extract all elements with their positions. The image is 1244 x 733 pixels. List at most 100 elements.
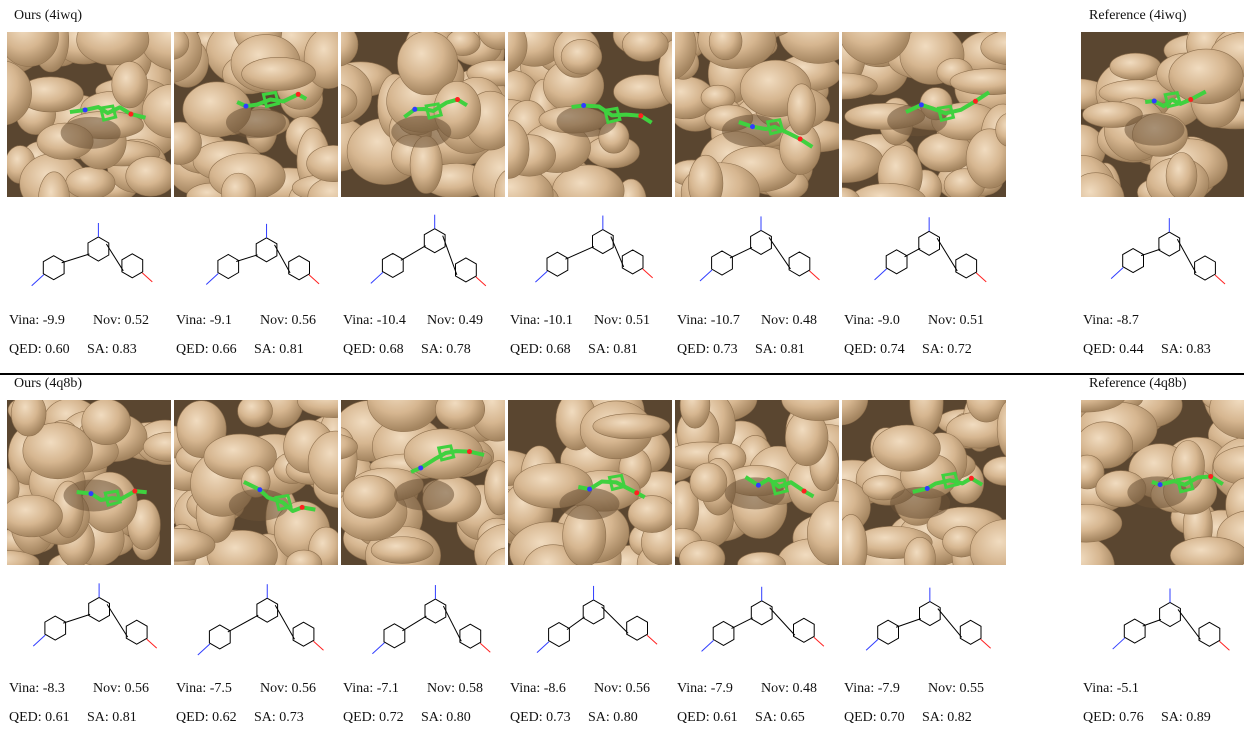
molecule-structure (174, 200, 338, 308)
qed-score: QED: 0.60 (9, 342, 70, 357)
pocket-image (675, 400, 839, 565)
row-divider (0, 373, 1244, 375)
novelty-score: Nov: 0.51 (928, 313, 984, 328)
molecule-2d-drawing (1112, 588, 1230, 651)
novelty-score: Nov: 0.49 (427, 313, 483, 328)
novelty-score: Nov: 0.52 (93, 313, 149, 328)
novelty-score: Nov: 0.56 (260, 313, 316, 328)
protein-pocket-render (341, 32, 505, 197)
molecule-structure (7, 200, 171, 308)
row-4iwq: Ours (4iwq) Reference (4iwq) Vina: -9.9 N… (0, 0, 1244, 365)
molecule-2d-drawing (536, 585, 658, 653)
protein-pocket-render (7, 32, 171, 197)
qed-score: QED: 0.76 (1083, 710, 1144, 725)
qed-score: QED: 0.62 (176, 710, 237, 725)
vina-score: Vina: -9.9 (9, 313, 65, 328)
vina-score: Vina: -7.9 (844, 681, 900, 696)
vina-score: Vina: -7.5 (176, 681, 232, 696)
sa-score: SA: 0.81 (588, 342, 638, 357)
pocket-image (675, 32, 839, 197)
sa-score: SA: 0.80 (588, 710, 638, 725)
vina-score: Vina: -7.1 (343, 681, 399, 696)
novelty-score: Nov: 0.55 (928, 681, 984, 696)
qed-score: QED: 0.68 (510, 342, 571, 357)
molecule-2d-drawing (535, 215, 653, 283)
novelty-score: Nov: 0.48 (761, 313, 817, 328)
molecule-structure (842, 200, 1006, 308)
pocket-image (341, 400, 505, 565)
molecule-structure (341, 200, 505, 308)
molecule-2d-drawing (701, 586, 825, 652)
sa-score: SA: 0.80 (421, 710, 471, 725)
row-title: Ours (4iwq) (14, 8, 83, 23)
pocket-image (508, 400, 672, 565)
pocket-image (7, 32, 171, 197)
pocket-image (1081, 32, 1244, 197)
protein-pocket-render (508, 32, 672, 197)
protein-pocket-render (842, 32, 1006, 197)
novelty-score: Nov: 0.58 (427, 681, 483, 696)
molecule-structure (174, 568, 338, 676)
sa-score: SA: 0.73 (254, 710, 304, 725)
qed-score: QED: 0.61 (677, 710, 738, 725)
vina-score: Vina: -10.7 (677, 313, 740, 328)
qed-score: QED: 0.74 (844, 342, 905, 357)
pocket-image (7, 400, 171, 565)
sa-score: SA: 0.82 (922, 710, 972, 725)
sa-score: SA: 0.89 (1161, 710, 1211, 725)
molecule-structure (1081, 200, 1244, 308)
sa-score: SA: 0.83 (87, 342, 137, 357)
molecule-2d-drawing (865, 587, 991, 651)
pocket-image (842, 32, 1006, 197)
qed-score: QED: 0.68 (343, 342, 404, 357)
qed-score: QED: 0.66 (176, 342, 237, 357)
protein-pocket-render (675, 400, 839, 565)
qed-score: QED: 0.70 (844, 710, 905, 725)
protein-pocket-render (341, 400, 505, 565)
molecule-structure (1081, 568, 1244, 676)
sa-score: SA: 0.78 (421, 342, 471, 357)
qed-score: QED: 0.61 (9, 710, 70, 725)
protein-pocket-render (842, 400, 1006, 565)
molecule-2d-drawing (874, 217, 987, 283)
molecule-structure (508, 568, 672, 676)
molecule-structure (675, 200, 839, 308)
vina-score: Vina: -9.1 (176, 313, 232, 328)
pocket-image (174, 400, 338, 565)
sa-score: SA: 0.81 (755, 342, 805, 357)
vina-score: Vina: -5.1 (1083, 681, 1139, 696)
protein-pocket-render (675, 32, 839, 197)
protein-pocket-render (7, 400, 171, 565)
novelty-score: Nov: 0.56 (260, 681, 316, 696)
novelty-score: Nov: 0.56 (93, 681, 149, 696)
molecule-2d-drawing (205, 223, 320, 285)
molecule-structure (508, 200, 672, 308)
molecule-2d-drawing (197, 584, 324, 656)
protein-pocket-render (508, 400, 672, 565)
pocket-image (1081, 400, 1244, 565)
reference-title: Reference (4q8b) (1089, 376, 1187, 391)
molecule-2d-drawing (32, 583, 158, 649)
novelty-score: Nov: 0.56 (594, 681, 650, 696)
protein-pocket-render (174, 400, 338, 565)
qed-score: QED: 0.72 (343, 710, 404, 725)
molecule-structure (341, 568, 505, 676)
sa-score: SA: 0.81 (254, 342, 304, 357)
sa-score: SA: 0.81 (87, 710, 137, 725)
vina-score: Vina: -10.4 (343, 313, 406, 328)
pocket-image (341, 32, 505, 197)
vina-score: Vina: -8.7 (1083, 313, 1139, 328)
vina-score: Vina: -8.6 (510, 681, 566, 696)
molecule-2d-drawing (1110, 218, 1226, 285)
vina-score: Vina: -7.9 (677, 681, 733, 696)
reference-title: Reference (4iwq) (1089, 8, 1187, 23)
qed-score: QED: 0.44 (1083, 342, 1144, 357)
row-title: Ours (4q8b) (14, 376, 83, 391)
qed-score: QED: 0.73 (677, 342, 738, 357)
molecule-structure (675, 568, 839, 676)
molecule-2d-drawing (370, 214, 487, 287)
protein-pocket-render (1081, 400, 1244, 565)
pocket-image (508, 32, 672, 197)
protein-pocket-render (1081, 32, 1244, 197)
